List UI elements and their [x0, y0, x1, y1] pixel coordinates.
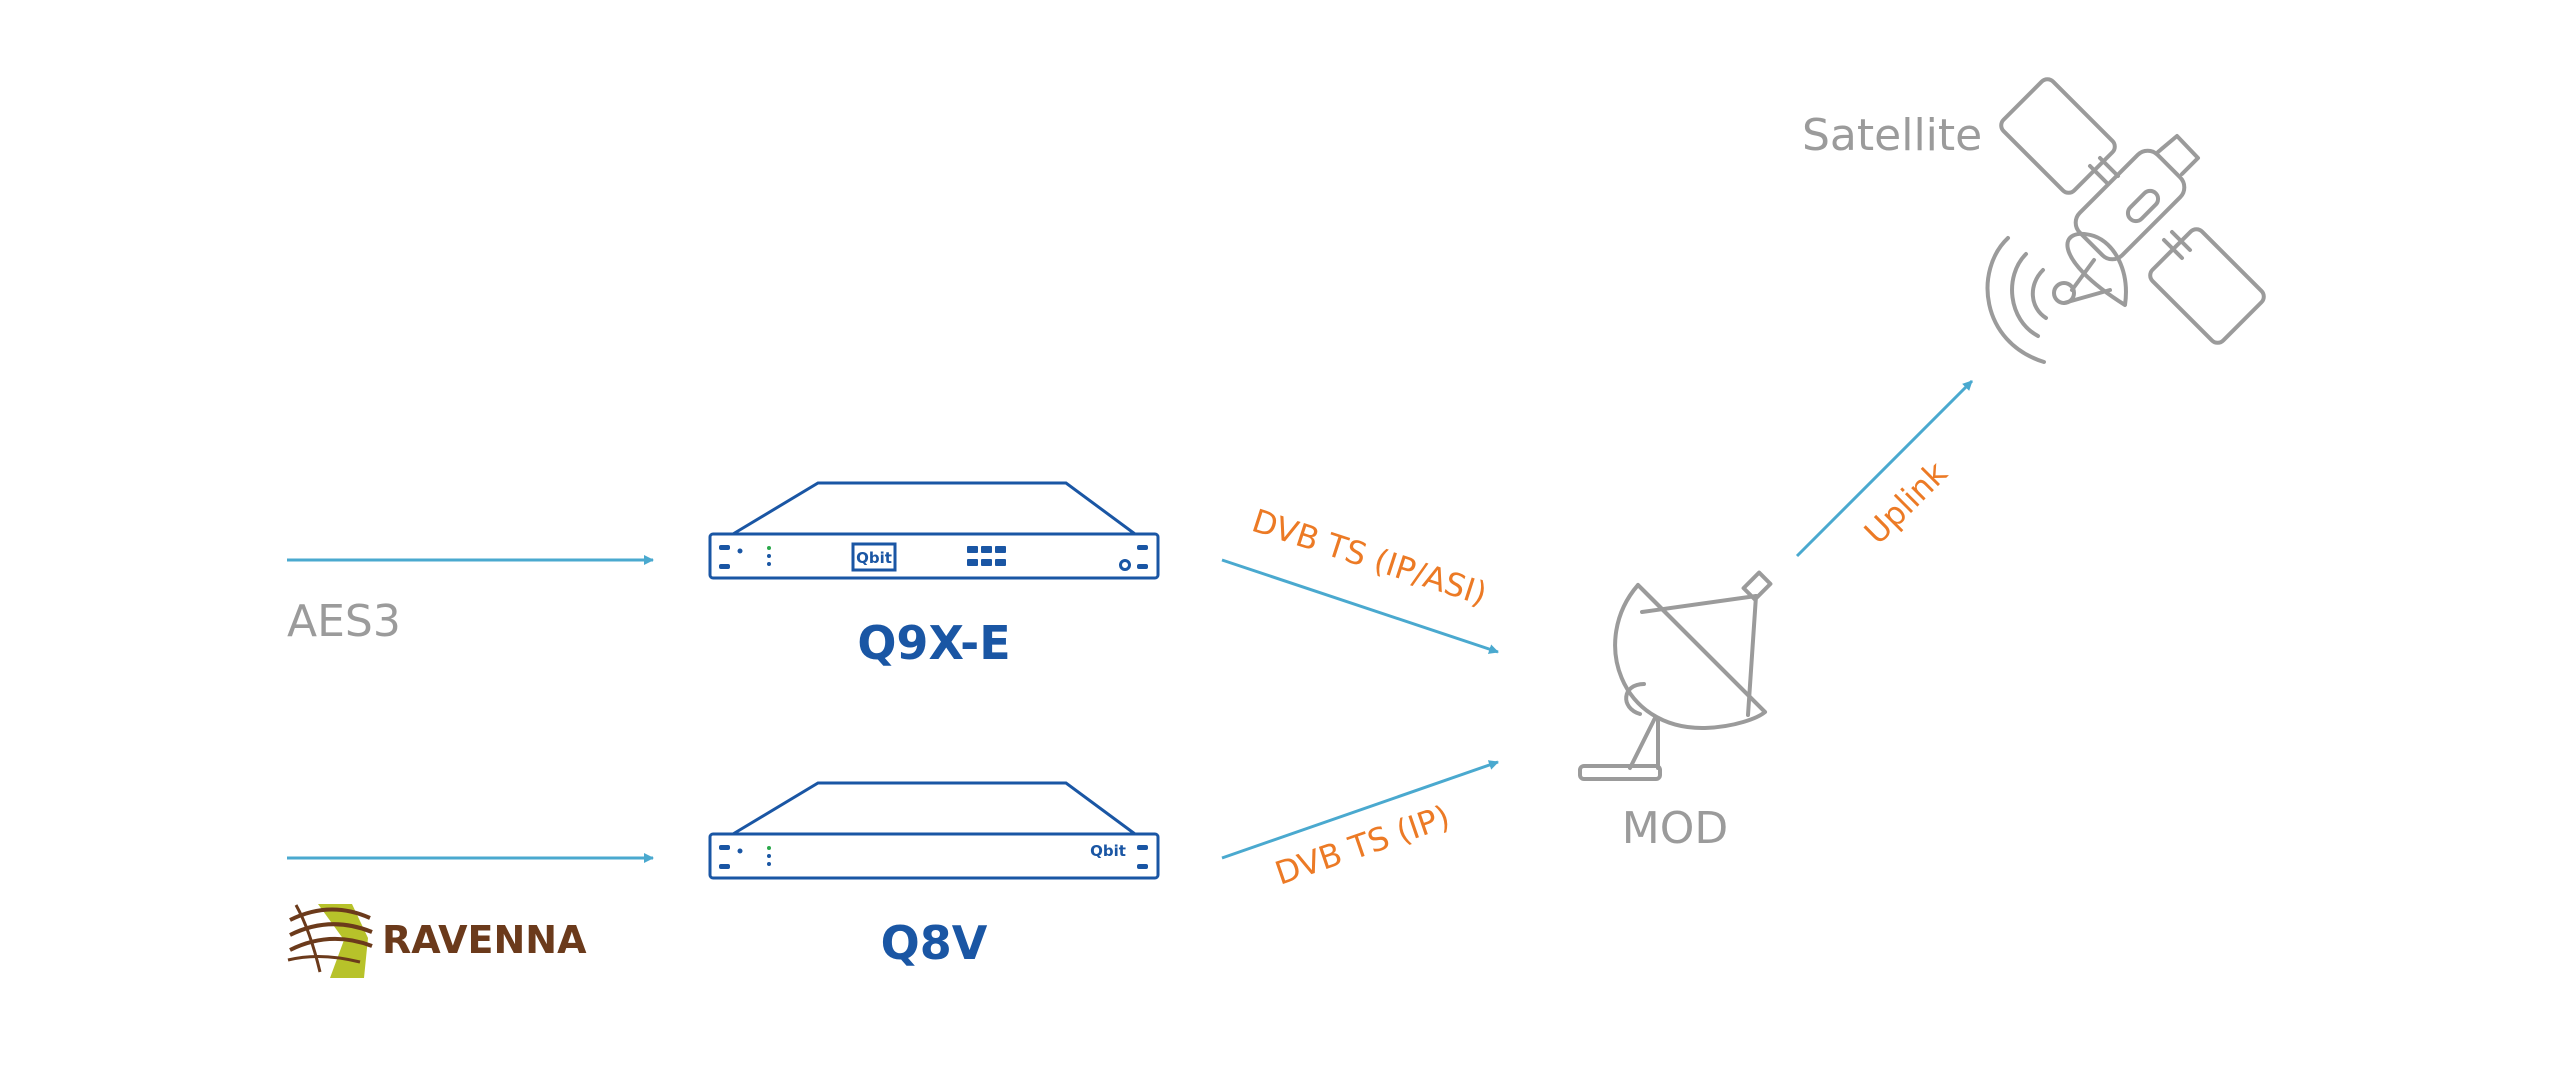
top-link-arrow — [1221, 558, 1499, 654]
svg-text:Qbit: Qbit — [856, 549, 892, 567]
device-q9x-e: Qbit — [708, 481, 1160, 580]
qbit-logo-top: Qbit — [851, 542, 897, 572]
bottom-link-label: DVB TS (IP) — [1270, 797, 1454, 892]
satellite-label: Satellite — [1802, 110, 1982, 161]
top-link-label: DVB TS (IP/ASI) — [1248, 501, 1492, 613]
device-q8v: Qbit — [708, 781, 1160, 880]
ravenna-logo: RAVENNA — [287, 904, 587, 978]
mod-label: MOD — [1622, 803, 1728, 854]
bottom-link-arrow — [1221, 760, 1499, 860]
satellite-icon — [1985, 77, 2266, 364]
satellite-dish-icon — [1578, 570, 1773, 781]
uplink-arrow — [1795, 379, 1974, 558]
ravenna-logo-mark — [287, 904, 373, 978]
device-q9x-e-label: Q9X-E — [857, 616, 1010, 670]
device-q8v-label: Q8V — [881, 916, 988, 970]
aes3-label: AES3 — [287, 596, 401, 647]
uplink-label: Uplink — [1857, 454, 1955, 552]
qbit-logo-bottom: Qbit — [1090, 842, 1126, 860]
ravenna-wordmark: RAVENNA — [382, 918, 587, 962]
